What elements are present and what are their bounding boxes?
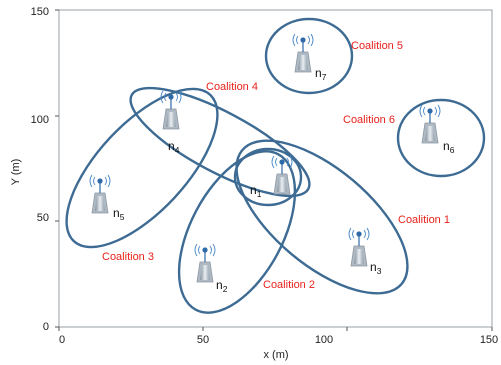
node-base: n	[168, 139, 175, 153]
coalition-6-ellipse	[396, 98, 486, 178]
y-tick-label: 50	[37, 212, 49, 224]
node-sub: 4	[175, 145, 180, 155]
y-tick-label: 0	[43, 321, 49, 333]
node-base: n	[443, 139, 450, 153]
node-sub: 7	[322, 72, 327, 82]
node-1-ellipse	[233, 147, 303, 207]
x-axis-title: x (m)	[263, 349, 288, 361]
node-7-label: n7	[315, 66, 327, 82]
y-axis	[55, 9, 59, 328]
x-axis	[58, 327, 493, 331]
coalition-2-label: Coalition 2	[263, 279, 315, 291]
node-base: n	[250, 183, 257, 197]
coalition-5-ellipse	[264, 17, 354, 95]
node-5-label: n5	[113, 206, 125, 222]
coalition-1-ellipse	[235, 139, 409, 295]
y-tick-label: 150	[31, 6, 49, 18]
node-sub: 1	[257, 189, 262, 199]
node-sub: 6	[450, 145, 455, 155]
coalition-6-label: Coalition 6	[343, 114, 395, 126]
node-4-label: n4	[168, 139, 180, 155]
x-tick-label: 50	[197, 334, 209, 346]
y-tick-label: 100	[31, 114, 49, 126]
coalition-3-ellipse	[65, 87, 219, 249]
node-base: n	[216, 278, 223, 292]
x-tick-label: 0	[59, 334, 65, 346]
coalition-ellipses	[65, 17, 486, 314]
node-1-label: n1	[250, 183, 262, 199]
node-sub: 2	[223, 284, 228, 294]
x-tick-label: 150	[480, 334, 498, 346]
coalition-1-label: Coalition 1	[398, 214, 450, 226]
node-base: n	[370, 260, 377, 274]
node-6-label: n6	[443, 139, 455, 155]
node-sub: 5	[120, 212, 125, 222]
node-2-label: n2	[216, 278, 228, 294]
y-axis-title: Y (m)	[10, 159, 22, 186]
coalition-5-label: Coalition 5	[351, 40, 403, 52]
coalition-4-label: Coalition 4	[206, 81, 258, 93]
coalition-3-label: Coalition 3	[102, 251, 154, 263]
plot-area	[58, 9, 493, 328]
coalition-2-ellipse	[177, 150, 297, 314]
node-base: n	[315, 66, 322, 80]
node-base: n	[113, 206, 120, 220]
node-3-label: n3	[370, 260, 382, 276]
x-tick-label: 100	[315, 334, 333, 346]
coalition-4-ellipse	[129, 86, 311, 198]
node-sub: 3	[377, 266, 382, 276]
